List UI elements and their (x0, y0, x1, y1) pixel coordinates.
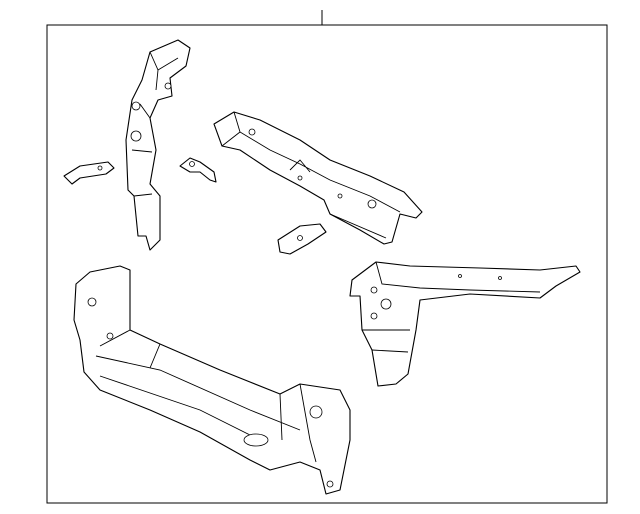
right-side-support (349, 261, 581, 387)
diagram-frame (46, 24, 608, 504)
upper-tie-bar (213, 111, 423, 245)
center-bracket (277, 223, 327, 255)
small-bracket-center (179, 157, 217, 183)
small-bracket-left (63, 161, 115, 185)
upper-left-side-support (125, 39, 191, 251)
lower-tie-bar-assembly (73, 265, 351, 495)
